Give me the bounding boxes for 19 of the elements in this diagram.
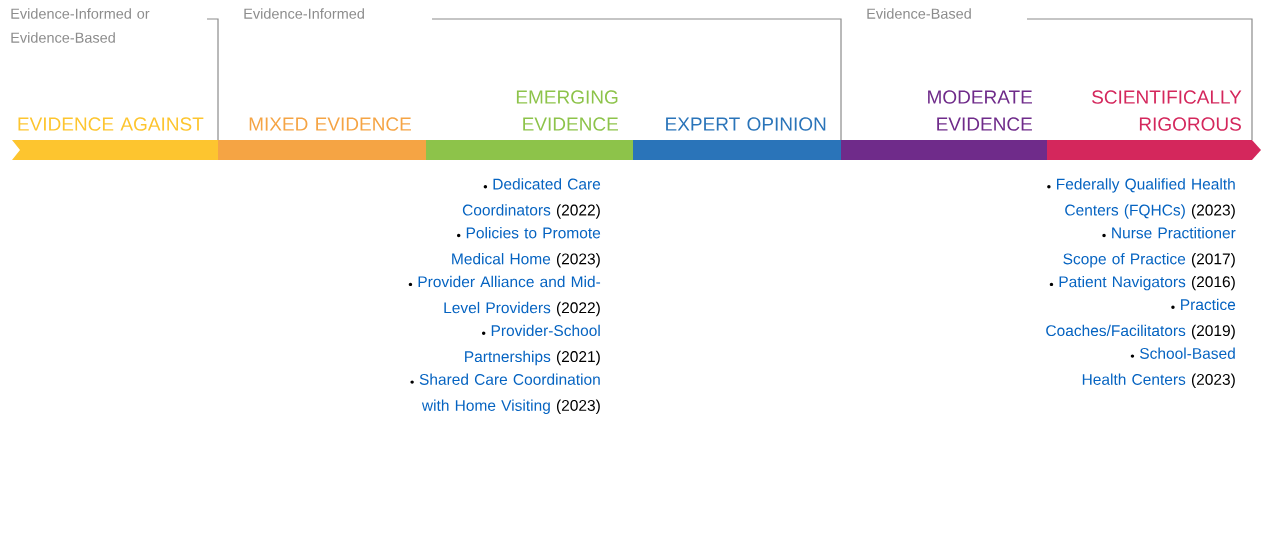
bracket-label: Evidence-Informed <box>244 8 364 19</box>
bracket-label: Evidence-Based <box>867 8 971 19</box>
list-item: Shared Care Coordination with Home Visiting (2023) <box>410 373 600 414</box>
category-heading: MODERATE EVIDENCE <box>928 90 1032 131</box>
bracket-label: Evidence-Informed or Evidence-Based <box>11 8 150 43</box>
category-heading: SCIENTIFICALLY RIGOROUS <box>1092 90 1242 131</box>
category-heading: MIXED EVIDENCE <box>249 117 411 131</box>
category-heading: EVIDENCE AGAINST <box>18 117 204 131</box>
category-heading: EMERGING EVIDENCE <box>516 90 618 131</box>
list-item: Provider-School Partnerships (2021) <box>465 324 600 366</box>
list-item: Federally Qualified Health Centers (FQHCs) (2023) <box>1047 178 1235 219</box>
list-item: Patient Navigators (2016) <box>1049 275 1235 291</box>
list-item: Policies to Promote Medical Home (2023) <box>452 227 601 268</box>
list-item: Nurse Practitioner Scope of Practice (2017) <box>1063 227 1236 268</box>
list-item: Provider Alliance and Mid-Level Providers (2022) <box>408 275 601 317</box>
list-item: Practice Coaches/Facilitators (2019) <box>1046 298 1236 340</box>
list-item: School-Based Health Centers (2023) <box>1082 347 1235 388</box>
category-heading: EXPERT OPINION <box>666 117 826 131</box>
list-item: Dedicated Care Coordinators (2022) <box>462 178 601 219</box>
